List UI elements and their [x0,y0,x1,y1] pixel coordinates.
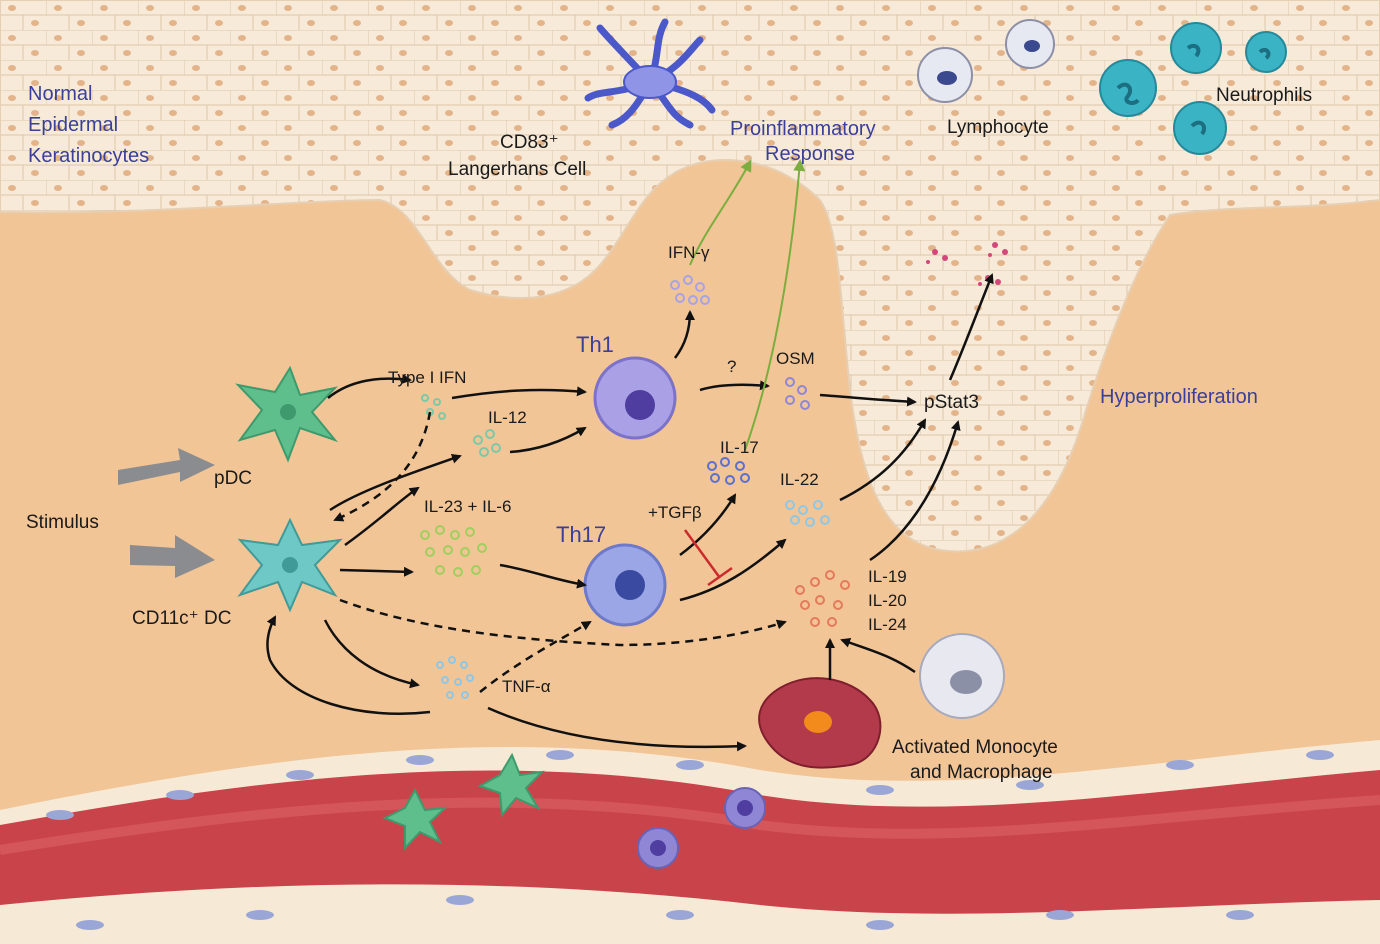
tgfb-label: +TGFβ [648,503,702,522]
pathway-arrows [266,273,994,752]
pstat3-label: pStat3 [924,392,979,413]
type1-ifn-label: Type I IFN [388,368,466,387]
langerhans-label: Langerhans Cell [448,159,586,180]
il23-il6-label: IL-23 + IL-6 [424,497,511,516]
ifn-gamma-label: IFN-γ [668,243,710,262]
normal-epidermal-label: Normal Epidermal Keratinocytes [28,83,149,167]
stimulus-arrows [118,448,215,578]
il12-label: IL-12 [488,408,527,427]
svg-text:Epidermal: Epidermal [28,114,118,136]
pstat3-dots [926,242,1008,286]
tgfb-inhibition [683,529,733,587]
svg-text:IL-24: IL-24 [868,615,907,634]
th17-cell-icon [583,543,667,627]
question-label: ? [727,357,736,376]
cd83-label: CD83⁺ [500,132,559,153]
il19-20-24-label: IL-19 IL-20 IL-24 [868,567,907,634]
response-label: Response [765,143,855,165]
svg-text:IL-19: IL-19 [868,567,907,586]
pdc-label: pDC [214,468,252,489]
circulating-pdc-icon [382,787,448,851]
th17-label: Th17 [556,522,606,547]
svg-text:Normal: Normal [28,83,92,105]
osm-label: OSM [776,349,815,368]
macrophage-label: and Macrophage [910,762,1053,783]
svg-text:IL-20: IL-20 [868,591,907,610]
proinflammatory-arrows [689,159,806,451]
lymphocyte-label: Lymphocyte [947,117,1049,138]
th1-label: Th1 [576,332,614,357]
proinflammatory-label: Proinflammatory [730,118,876,140]
il17-label: IL-17 [720,438,759,457]
stimulus-label: Stimulus [26,512,99,533]
th1-cell-icon [593,356,677,440]
circulating-pdc-icon [477,752,545,818]
endothelial-cells [46,750,1334,930]
il22-label: IL-22 [780,470,819,489]
tnf-alpha-label: TNF-α [502,677,551,696]
activated-monocyte-label: Activated Monocyte [892,737,1058,758]
cd11c-dc-label: CD11c⁺ DC [132,608,231,629]
svg-text:Keratinocytes: Keratinocytes [28,145,149,167]
neutrophils-label: Neutrophils [1216,85,1312,106]
lymphocyte-icon [917,19,1055,103]
hyperproliferation-label: Hyperproliferation [1100,386,1258,408]
epidermis [0,0,1380,553]
